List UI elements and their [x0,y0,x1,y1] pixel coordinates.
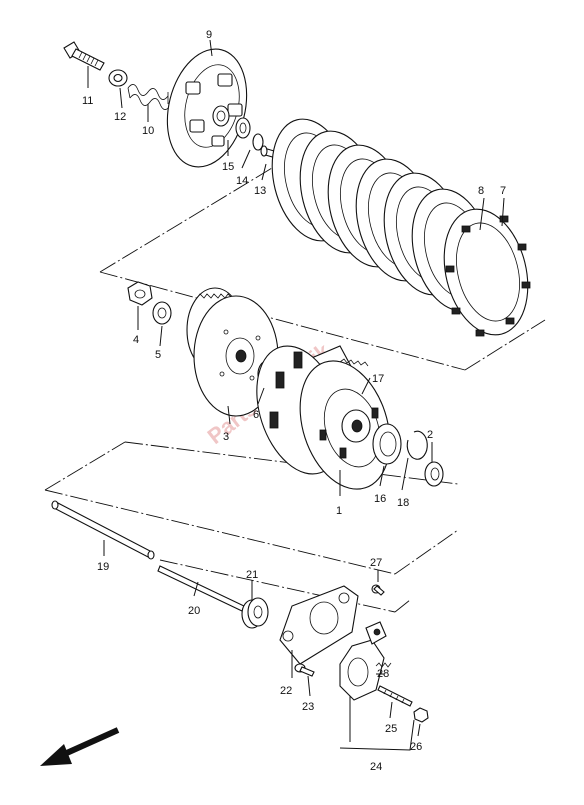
part-label-2: 2 [427,429,433,441]
leader-lines [87,39,505,751]
thrust-washer-outer [424,461,444,487]
part-label-5: 5 [155,349,161,361]
part-label-28: 28 [377,668,389,680]
part-label-23: 23 [302,701,314,713]
clutch-plate-stack [271,118,531,337]
pressure-plate [166,48,248,168]
part-label-4: 4 [133,334,139,346]
clutch-spring-bolt [63,41,105,71]
part-label-24: 24 [370,761,382,773]
oil-seal [241,597,269,629]
clutch-release-cam [339,621,387,701]
clutch-push-rod-short [157,565,245,612]
release-bearing [235,117,251,139]
part-label-3: 3 [223,431,229,443]
thrust-washer [252,133,264,151]
cover-bolt-top [371,584,385,596]
part-label-6: 6 [253,409,259,421]
adjuster-locknut [413,707,429,723]
part-label-12: 12 [114,111,126,123]
lock-washer [152,301,172,325]
part-label-21: 21 [246,569,258,581]
spring-washer [108,69,128,87]
part-label-1: 1 [336,505,342,517]
housing-bearing [372,423,402,465]
part-label-17: 17 [372,373,384,385]
primary-driven-gear-housing [256,345,391,490]
part-number-labels: 1234567891011121314151617181920212223242… [82,29,506,773]
part-label-9: 9 [206,29,212,41]
part-label-15: 15 [222,161,234,173]
part-label-27: 27 [370,557,382,569]
part-label-16: 16 [374,493,386,505]
part-label-14: 14 [236,175,248,187]
assembly-frame-lines [44,161,546,613]
part-label-8: 8 [478,185,484,197]
release-spring [375,662,392,668]
part-label-25: 25 [385,723,397,735]
part-label-13: 13 [254,185,266,197]
part-label-19: 19 [97,561,109,573]
part-label-11: 11 [82,95,93,107]
cover-bolt-short [294,663,315,677]
clutch-spring [127,84,171,110]
clutch-hub-nut [127,281,153,306]
circlip [406,430,428,460]
part-label-10: 10 [142,125,154,137]
part-label-7: 7 [500,185,506,197]
clutch-push-rod-long [51,500,155,560]
part-label-22: 22 [280,685,292,697]
part-label-20: 20 [188,605,200,617]
part-label-18: 18 [397,497,409,509]
arrow-down-left-icon [40,727,120,766]
part-label-26: 26 [410,741,422,753]
adjuster-screw [377,685,413,707]
